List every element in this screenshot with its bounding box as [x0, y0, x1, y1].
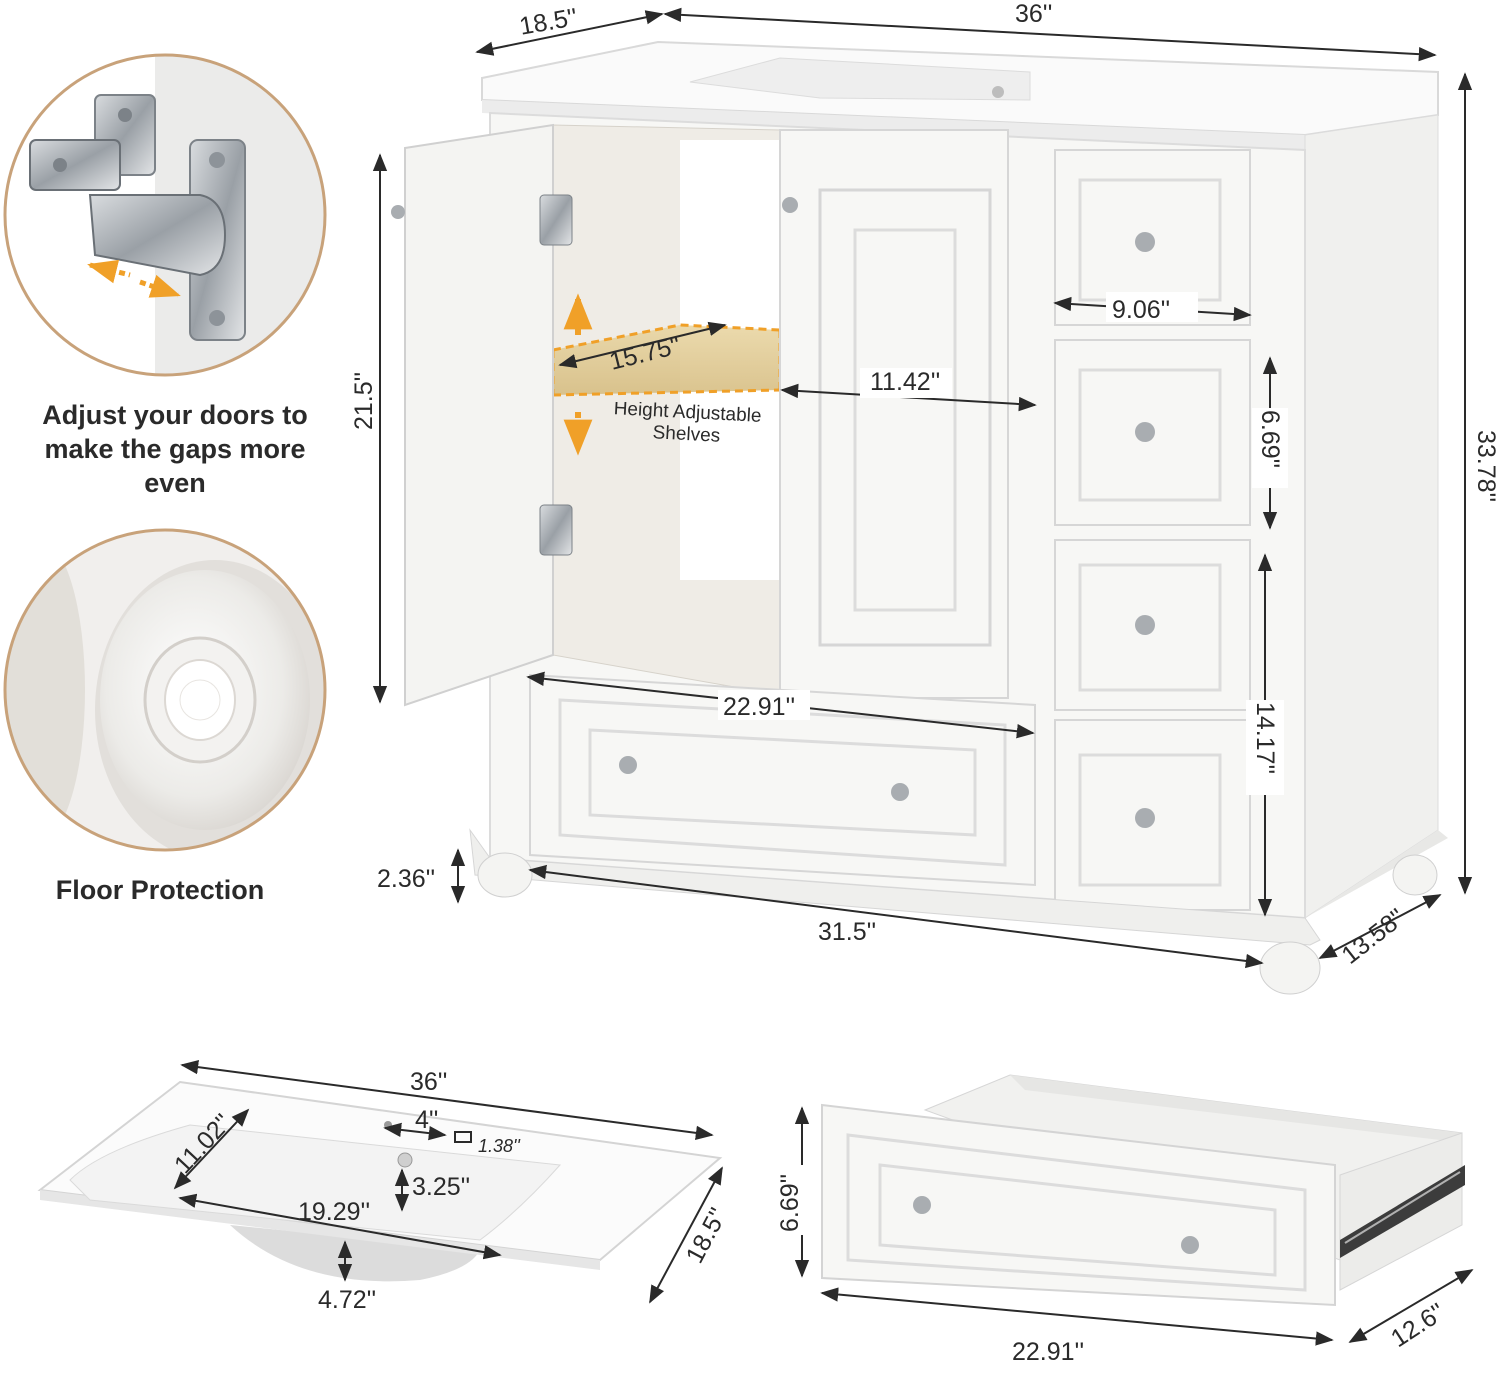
sink-dim-faucet-spacing: 4'' — [415, 1106, 438, 1134]
drawer-slide-icon — [1340, 1165, 1465, 1258]
dim-double-drawer-height: 14.17'' — [1251, 702, 1279, 774]
sink-dimensions — [173, 1059, 723, 1304]
closed-door — [779, 129, 1009, 699]
open-door — [391, 123, 573, 707]
dim-cabinet-height: 21.5'' — [350, 372, 378, 430]
floor-protection-caption: Floor Protection — [55, 875, 265, 905]
sink-illustration — [37, 1080, 723, 1282]
feet — [477, 852, 1438, 995]
dim-leg-height: 2.36'' — [377, 865, 435, 893]
sink-dim-faucet-hole: 1.38'' — [478, 1136, 520, 1156]
shelf-label-text: Height Adjustable Shelves — [613, 402, 762, 447]
drawer-dim-depth: 12.6'' — [1386, 1298, 1450, 1353]
label-bg-drawer-height — [785, 1165, 819, 1235]
hinge-icon — [29, 94, 246, 341]
shelf-label: Height Adjustable Shelves — [613, 402, 762, 447]
drawer-dim-width: 22.91'' — [1012, 1338, 1084, 1366]
dim-base-width: 31.5'' — [818, 918, 876, 946]
dim-drawer-height: 6.69'' — [1256, 410, 1284, 468]
dim-large-drawer-width: 22.91'' — [723, 693, 795, 721]
adjust-arrows-icon — [87, 259, 181, 298]
drawer-dim-height: 6.69'' — [776, 1174, 804, 1232]
pad-icon — [179, 679, 221, 721]
sink-dim-bowl-depth: 4.72'' — [318, 1286, 376, 1314]
label-backgrounds — [718, 292, 1288, 795]
dim-total-height: 33.78'' — [1472, 430, 1500, 502]
dim-depth-top: 18.5'' — [517, 3, 579, 41]
sink-dim-width: 36'' — [410, 1068, 447, 1096]
vanity-illustration — [391, 40, 1448, 995]
dim-width-top: 36'' — [1015, 0, 1052, 28]
dim-inner-depth: 11.42'' — [870, 368, 940, 396]
hinge-caption: Adjust your doors to make the gaps more … — [42, 400, 308, 498]
sink-dim-drain-offset: 3.25'' — [412, 1173, 470, 1201]
hinge-callout — [3, 53, 327, 377]
dim-small-drawer-width: 9.06'' — [1112, 296, 1170, 324]
drawer-illustration — [821, 1074, 1465, 1307]
floor-protection-callout — [3, 528, 327, 852]
sink-dim-bowl-width: 19.29'' — [298, 1198, 370, 1226]
dim-base-depth: 13.58'' — [1336, 903, 1410, 969]
sink-dim-depth: 18.5'' — [681, 1203, 733, 1268]
